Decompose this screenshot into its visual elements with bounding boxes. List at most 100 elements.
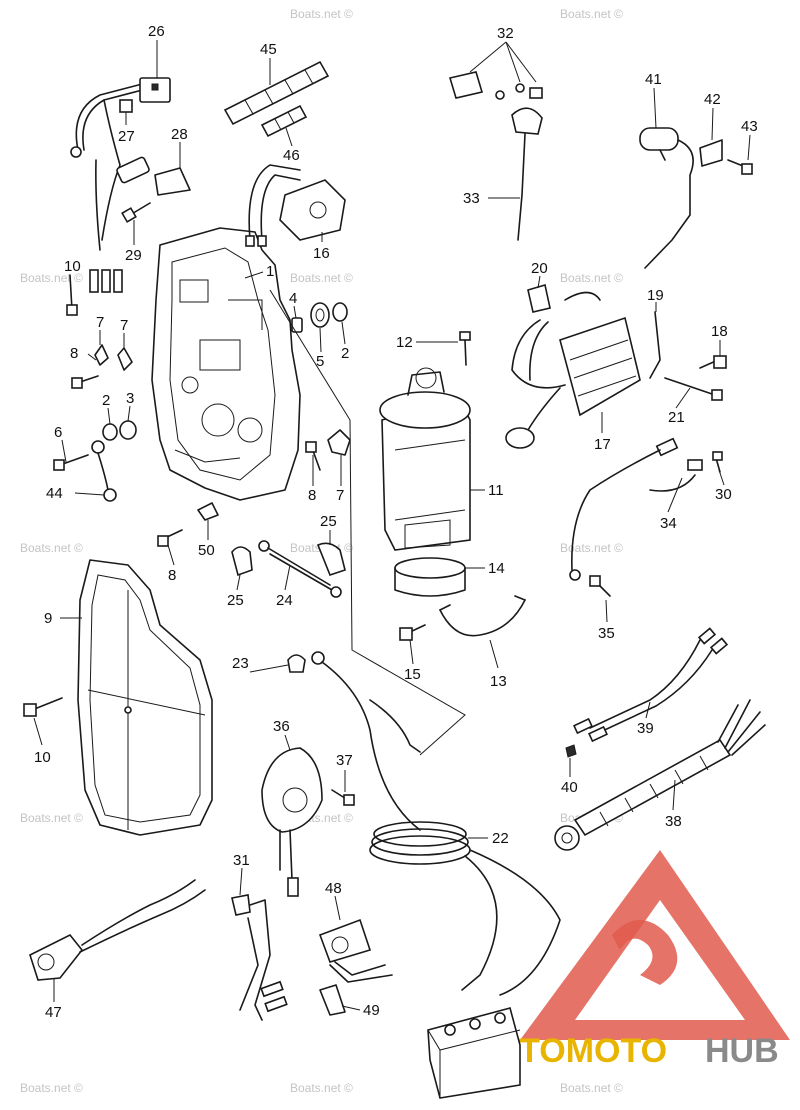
bolt-part-6 (53, 454, 89, 471)
battery-cable-part-22 (311, 651, 561, 996)
battery-icon (427, 1007, 521, 1099)
bolt-part-10 (23, 697, 63, 717)
callout-21: 21 (668, 409, 685, 426)
bracket-part-28 (154, 167, 191, 196)
callout-13: 13 (490, 673, 507, 690)
rectifier-part-17 (505, 291, 641, 449)
callout-49: 49 (363, 1002, 380, 1019)
wire-part-33 (511, 107, 543, 241)
callout-42: 42 (704, 91, 721, 108)
callout-7: 7 (336, 487, 344, 504)
lead-part-39 (572, 627, 729, 743)
component-part-36 (261, 747, 323, 897)
bolt-part-29 (121, 202, 151, 223)
band-part-14 (394, 557, 466, 597)
callout-28: 28 (171, 126, 188, 143)
watermark-text: Boats.net © (290, 7, 353, 21)
callout-27: 27 (118, 128, 135, 145)
callout-10: 10 (34, 749, 51, 766)
callout-43: 43 (741, 118, 758, 135)
bolt-head-10a (66, 304, 78, 316)
callout-7: 7 (96, 314, 104, 331)
callout-24: 24 (276, 592, 293, 609)
callout-37: 37 (336, 752, 353, 769)
callout-33: 33 (463, 190, 480, 207)
watermark-text: Boats.net © (560, 271, 623, 285)
grommet-part-5 (310, 302, 330, 328)
watermark-text: Boats.net © (290, 271, 353, 285)
boot-part-25b (316, 542, 346, 576)
washer-part-2 (332, 302, 348, 322)
coil-part-16 (245, 164, 346, 247)
callout-38: 38 (665, 813, 682, 830)
cover-part-9 (77, 559, 213, 836)
clamp-part-50 (197, 502, 219, 521)
logo-swirl-icon (612, 920, 678, 985)
triangle-logo-icon (520, 850, 790, 1040)
switch-part-31 (231, 894, 288, 1021)
starter-motor-part-11 (379, 367, 471, 551)
connector-part-47 (29, 879, 206, 981)
bolt-part-35 (589, 575, 611, 597)
watermark-text: Boats.net © (20, 541, 83, 555)
harness-part-38 (554, 699, 766, 851)
callout-2: 2 (102, 392, 110, 409)
callout-22: 22 (492, 830, 509, 847)
callout-25: 25 (227, 592, 244, 609)
callout-32: 32 (497, 25, 514, 42)
callout-1: 1 (266, 263, 274, 280)
callout-15: 15 (404, 666, 421, 683)
callout-44: 44 (46, 485, 63, 502)
callout-5: 5 (316, 353, 324, 370)
bolt-part-21 (664, 377, 723, 401)
callout-23: 23 (232, 655, 249, 672)
callout-10: 10 (64, 258, 81, 275)
watermark-text: Boats.net © (20, 811, 83, 825)
spacer-part-20 (527, 283, 551, 313)
cable-part-34 (569, 437, 703, 581)
callout-19: 19 (647, 287, 664, 304)
callout-6: 6 (54, 424, 62, 441)
callout-34: 34 (660, 515, 677, 532)
callout-46: 46 (283, 147, 300, 164)
watermark-text: Boats.net © (20, 271, 83, 285)
callout-47: 47 (45, 1004, 62, 1021)
callout-31: 31 (233, 852, 250, 869)
bolt-part-8c (157, 529, 183, 547)
callout-35: 35 (598, 625, 615, 642)
clip-part-49 (319, 984, 346, 1016)
callout-16: 16 (313, 245, 330, 262)
callout-30: 30 (715, 486, 732, 503)
callout-14: 14 (488, 560, 505, 577)
clip-part-40 (565, 744, 577, 758)
component-part-41 (639, 127, 694, 269)
grommet-part-3 (119, 420, 137, 440)
bolt-part-8 (71, 375, 99, 389)
spacer-part-4 (291, 317, 303, 333)
callout-48: 48 (325, 880, 342, 897)
bolt-part-12 (459, 331, 471, 366)
boot-part-25 (231, 546, 253, 577)
watermark-text: Boats.net © (290, 1081, 353, 1095)
callout-26: 26 (148, 23, 165, 40)
callout-7: 7 (120, 317, 128, 334)
cap-part-23 (287, 654, 306, 673)
washer-part-2b (102, 423, 118, 441)
clip-part-7c (327, 429, 351, 456)
callout-11: 11 (488, 482, 504, 499)
callout-20: 20 (531, 260, 548, 277)
callout-9: 9 (44, 610, 52, 627)
sleeve-part-45 (223, 60, 330, 126)
watermark-text: Boats.net © (20, 1081, 83, 1095)
callout-8: 8 (70, 345, 78, 362)
callout-17: 17 (594, 436, 611, 453)
callout-50: 50 (198, 542, 215, 559)
callout-36: 36 (273, 718, 290, 735)
plate-part-42 (699, 139, 723, 167)
callout-45: 45 (260, 41, 277, 58)
clip-part-7 (94, 344, 109, 366)
callout-3: 3 (126, 390, 134, 407)
callout-29: 29 (125, 247, 142, 264)
connector-part-27 (119, 99, 133, 113)
